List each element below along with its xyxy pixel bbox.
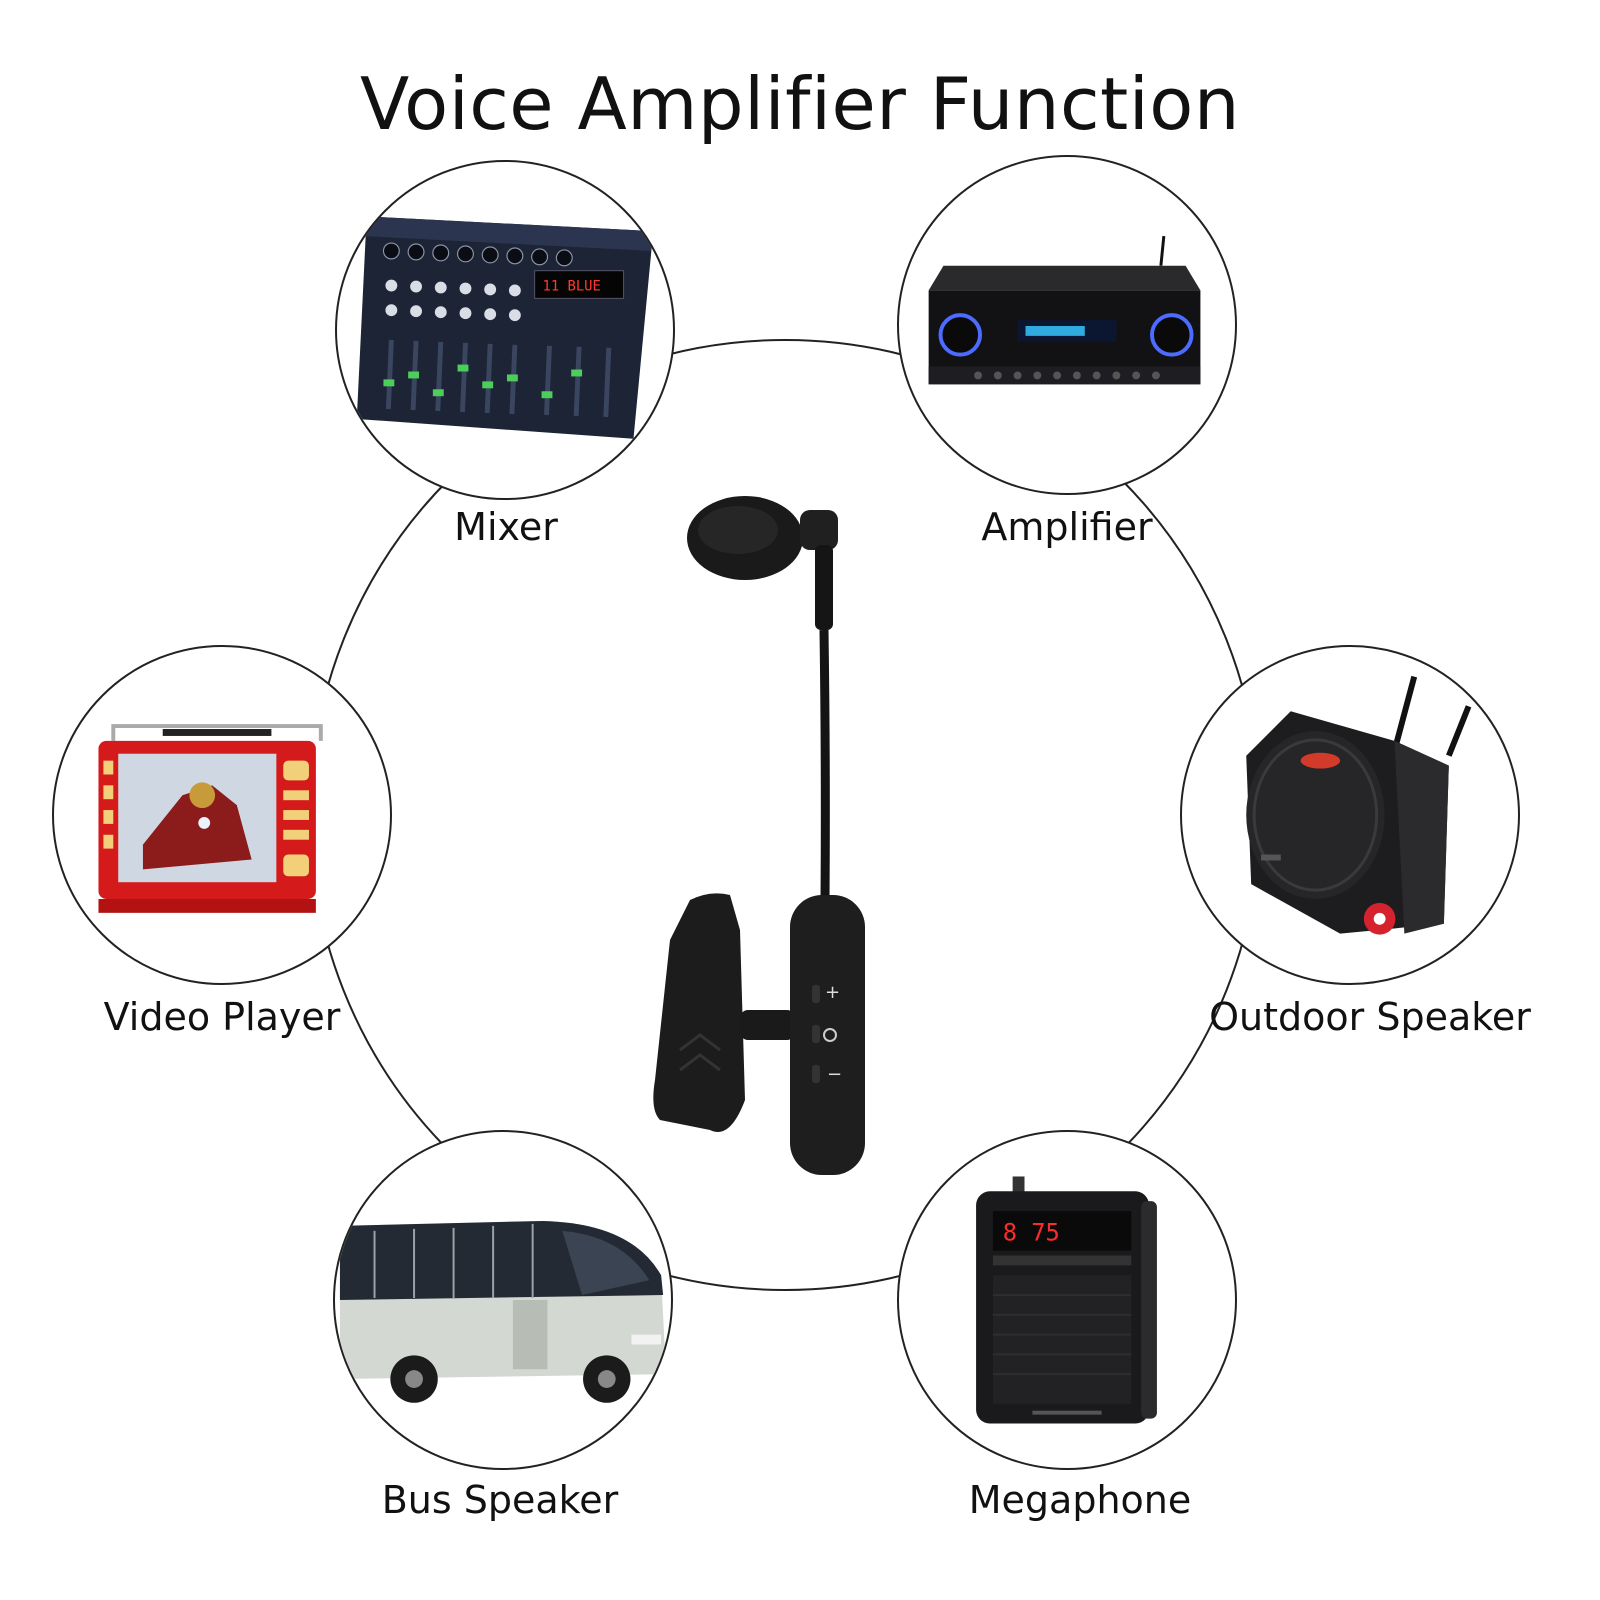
clip-microphone-image: + − — [653, 496, 865, 1175]
megaphone-image: 8 75 — [897, 1130, 1237, 1470]
video-player-label: Video Player — [103, 995, 341, 1039]
mixer-image: 11 BLUE — [335, 160, 675, 500]
bus-speaker-image — [333, 1130, 673, 1470]
megaphone-display-text: 8 75 — [1003, 1219, 1060, 1247]
amplifier-label: Amplifier — [981, 505, 1153, 549]
volume-down-icon[interactable]: − — [827, 1064, 842, 1085]
video-player-image — [52, 645, 392, 985]
amplifier-image — [897, 155, 1237, 495]
bus-speaker-label: Bus Speaker — [381, 1478, 619, 1522]
page-title: Voice Amplifier Function — [360, 62, 1240, 146]
power-icon[interactable] — [823, 1028, 837, 1042]
mixer-label: Mixer — [454, 505, 558, 549]
megaphone-label: Megaphone — [968, 1478, 1192, 1522]
outdoor-speaker-image — [1180, 645, 1520, 985]
mixer-display-text: 11 BLUE — [543, 278, 601, 294]
outdoor-speaker-label: Outdoor Speaker — [1209, 995, 1531, 1039]
volume-up-icon[interactable]: + — [825, 982, 840, 1003]
